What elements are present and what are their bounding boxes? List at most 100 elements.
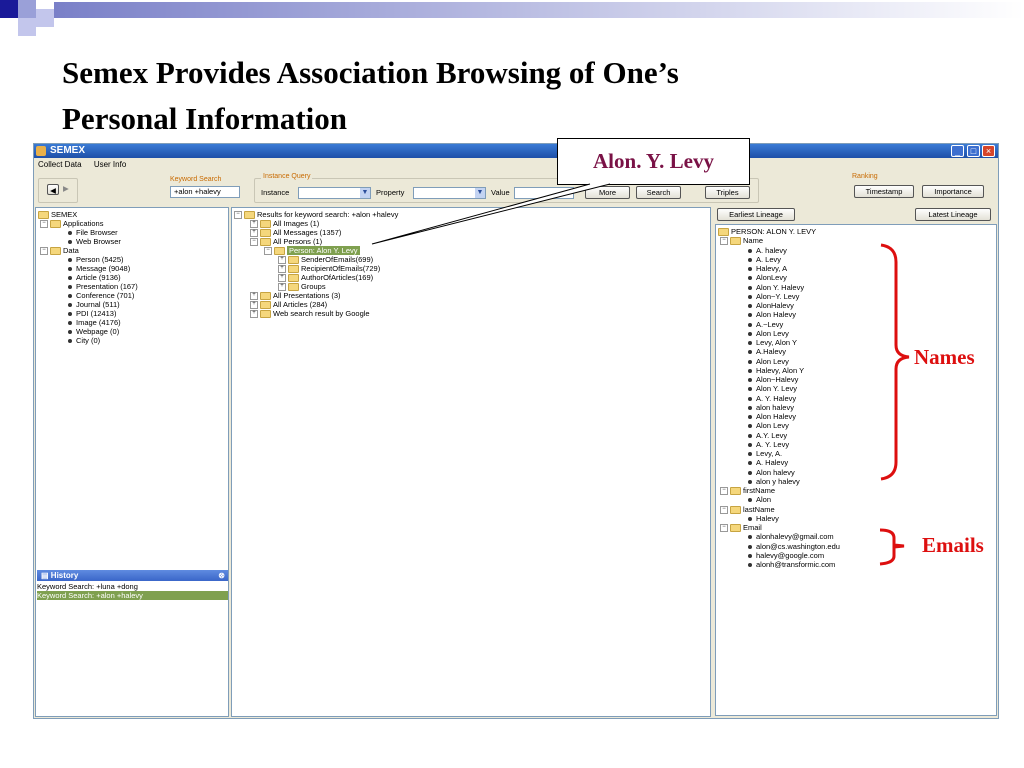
detail-name-item[interactable]: Halevy, A	[748, 264, 787, 273]
detail-name-item[interactable]: Levy, A.	[748, 449, 782, 458]
detail-email-item[interactable]: halevy@google.com	[748, 551, 824, 560]
tree-data-item[interactable]: Webpage (0)	[68, 327, 119, 336]
detail-email-item[interactable]: alonhalevy@gmail.com	[748, 532, 834, 541]
tree-data-item[interactable]: Article (9136)	[68, 273, 121, 282]
detail-name-item[interactable]: Alon Levy	[748, 421, 789, 430]
tree-app-web-browser[interactable]: Web Browser	[68, 237, 121, 246]
importance-button[interactable]: Importance	[922, 185, 984, 198]
bullet-icon	[748, 498, 752, 503]
search-button[interactable]: Search	[636, 186, 681, 199]
results-person-child[interactable]: +SenderOfEmails(699)	[278, 255, 373, 265]
results-person-child[interactable]: +RecipientOfEmails(729)	[278, 264, 380, 274]
detail-name-item[interactable]: Alon~Y. Levy	[748, 292, 799, 301]
detail-name-item[interactable]: Alon halevy	[748, 468, 795, 477]
detail-name-item[interactable]: alon halevy	[748, 403, 794, 412]
detail-firstname-item[interactable]: Alon	[748, 495, 771, 504]
detail-name-item[interactable]: A. Levy	[748, 255, 781, 264]
tree-data-item[interactable]: Journal (511)	[68, 300, 120, 309]
detail-email-item[interactable]: alon@cs.washington.edu	[748, 542, 840, 551]
detail-name-item[interactable]: Alon Y. Halevy	[748, 283, 804, 292]
detail-name-item[interactable]: Alon Levy	[748, 329, 789, 338]
history-item[interactable]: Keyword Search: +luna +dong	[37, 582, 138, 591]
keyword-search-input[interactable]: +alon +halevy	[170, 186, 240, 198]
results-person-selected[interactable]: −Person: Alon Y. Levy	[264, 246, 360, 256]
tree-data-item[interactable]: Presentation (167)	[68, 282, 138, 291]
results-images[interactable]: +All Images (1)	[250, 219, 319, 229]
history-header[interactable]: ▤ History ⊗	[37, 570, 228, 581]
detail-header[interactable]: PERSON: ALON Y. LEVY	[718, 227, 816, 237]
earliest-lineage-button[interactable]: Earliest Lineage	[717, 208, 795, 221]
detail-name-item[interactable]: AlonLevy	[748, 273, 787, 282]
results-websearch[interactable]: +Web search result by Google	[250, 309, 370, 319]
title-line-1: Semex Provides Association Browsing of O…	[62, 55, 679, 90]
close-button[interactable]: ×	[982, 145, 995, 157]
tree-data-item[interactable]: PDI (12413)	[68, 309, 116, 318]
detail-name-item[interactable]: Alon Y. Levy	[748, 384, 797, 393]
triples-button[interactable]: Triples	[705, 186, 750, 199]
detail-name-item[interactable]: A.~Levy	[748, 320, 783, 329]
tree-app-file-browser[interactable]: File Browser	[68, 228, 118, 237]
detail-firstname-node[interactable]: −firstName	[720, 486, 775, 496]
detail-name-item[interactable]: Alon Halevy	[748, 310, 796, 319]
tree-data[interactable]: −Data	[40, 246, 79, 256]
results-messages[interactable]: +All Messages (1357)	[250, 228, 341, 238]
bullet-icon	[748, 553, 752, 558]
folder-icon	[718, 228, 729, 237]
results-persons[interactable]: −All Persons (1)	[250, 237, 322, 247]
results-articles[interactable]: +All Articles (284)	[250, 300, 327, 310]
menu-collect-data[interactable]: Collect Data	[38, 160, 82, 169]
tree-data-item[interactable]: Image (4176)	[68, 318, 121, 327]
detail-name-item[interactable]: Alon~Halevy	[748, 375, 798, 384]
results-presentations[interactable]: +All Presentations (3)	[250, 291, 341, 301]
tree-data-item[interactable]: City (0)	[68, 336, 100, 345]
detail-name-item[interactable]: A.Halevy	[748, 347, 786, 356]
detail-name-item[interactable]: A. Y. Levy	[748, 440, 789, 449]
instance-select[interactable]: ▼	[298, 187, 371, 199]
results-person-child[interactable]: +AuthorOfArticles(169)	[278, 273, 373, 283]
detail-email-item[interactable]: alonh@transformic.com	[748, 560, 835, 569]
detail-name-item[interactable]: Alon Levy	[748, 357, 789, 366]
nav-group: ◀ ▶	[38, 178, 78, 203]
tree-data-item[interactable]: Message (9048)	[68, 264, 130, 273]
bullet-icon	[748, 359, 752, 364]
collapse-icon[interactable]: ⊗	[218, 571, 225, 580]
tree-data-item[interactable]: Conference (701)	[68, 291, 134, 300]
results-person-child[interactable]: +Groups	[278, 282, 326, 292]
value-input[interactable]	[514, 187, 574, 199]
timestamp-button[interactable]: Timestamp	[854, 185, 914, 198]
property-select[interactable]: ▼	[413, 187, 486, 199]
history-item-selected[interactable]: Keyword Search: +alon +halevy	[37, 591, 228, 600]
back-icon[interactable]: ◀	[47, 184, 59, 195]
menu-user-info[interactable]: User Info	[93, 160, 127, 169]
latest-lineage-button[interactable]: Latest Lineage	[915, 208, 991, 221]
detail-name-item[interactable]: Levy, Alon Y	[748, 338, 797, 347]
detail-lastname-item[interactable]: Halevy	[748, 514, 779, 523]
folder-icon	[260, 220, 271, 229]
folder-icon	[260, 238, 271, 247]
detail-name-item[interactable]: A.Y. Levy	[748, 431, 787, 440]
forward-icon[interactable]: ▶	[63, 184, 69, 193]
instance-query-legend: Instance Query	[261, 173, 313, 180]
tree-root[interactable]: SEMEX	[38, 210, 77, 220]
results-root[interactable]: −Results for keyword search: +alon +hale…	[234, 210, 398, 220]
detail-name-item[interactable]: A. Y. Halevy	[748, 394, 796, 403]
detail-name-item[interactable]: Alon Halevy	[748, 412, 796, 421]
maximize-button[interactable]: □	[967, 145, 980, 157]
minimize-button[interactable]: _	[951, 145, 964, 157]
bullet-icon	[748, 267, 752, 272]
bullet-icon	[748, 415, 752, 420]
tree-data-item[interactable]: Person (5425)	[68, 255, 124, 264]
detail-name-item[interactable]: AlonHalevy	[748, 301, 794, 310]
more-button[interactable]: More	[585, 186, 630, 199]
detail-email-node[interactable]: −Email	[720, 523, 762, 533]
detail-name-item[interactable]: Halevy, Alon Y	[748, 366, 804, 375]
detail-name-node[interactable]: −Name	[720, 236, 763, 246]
app-window: SEMEX _ □ × Collect Data User Info ◀ ▶ K…	[33, 143, 999, 719]
detail-name-item[interactable]: A. Halevy	[748, 458, 788, 467]
tree-applications[interactable]: −Applications	[40, 219, 103, 229]
detail-lastname-node[interactable]: −lastName	[720, 505, 775, 514]
detail-name-item[interactable]: A. halevy	[748, 246, 787, 255]
title-line-2: Personal Information	[62, 101, 348, 136]
detail-name-item[interactable]: alon y halevy	[748, 477, 800, 486]
callout-box: Alon. Y. Levy	[557, 138, 750, 185]
